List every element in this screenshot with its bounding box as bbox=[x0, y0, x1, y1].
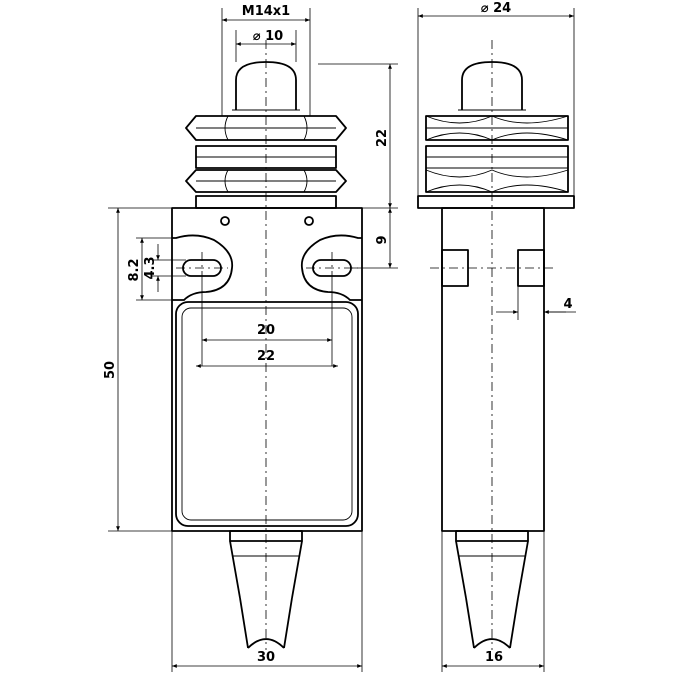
front-housing bbox=[171, 207, 363, 532]
dim-hole-dia-label: 4.3 bbox=[143, 256, 158, 279]
side-view bbox=[417, 40, 575, 650]
side-upper-nut bbox=[425, 115, 569, 141]
dim-plunger-dia-label: ⌀ 10 bbox=[253, 29, 283, 44]
dim-hole-center-inner-label: 20 bbox=[257, 323, 275, 338]
front-small-hole-left bbox=[220, 216, 230, 226]
dim-width-front-label: 30 bbox=[257, 650, 275, 665]
front-window bbox=[175, 301, 359, 527]
front-small-hole-right bbox=[304, 216, 314, 226]
front-cable-gland bbox=[229, 530, 303, 649]
dim-hole-center-outer-label: 22 bbox=[257, 349, 275, 364]
dim-height-top-label: 22 bbox=[375, 129, 390, 147]
front-upper-nut bbox=[185, 115, 347, 141]
side-housing bbox=[441, 207, 545, 532]
dim-hole-spacing-label: 8.2 bbox=[127, 258, 142, 281]
dim-side-offset-label: 4 bbox=[563, 297, 572, 312]
side-lower-nut bbox=[425, 145, 569, 193]
dim-total-height-label: 50 bbox=[103, 361, 118, 379]
dim-thread-label: M14x1 bbox=[242, 4, 290, 19]
dim-width-side-label: 16 bbox=[485, 650, 503, 665]
dim-body-dia-label: ⌀ 24 bbox=[481, 1, 511, 16]
dim-height-hole-label: 9 bbox=[375, 235, 390, 244]
dimensions: M14x1 ⌀ 10 ⌀ 24 22 9 8.2 4.3 bbox=[103, 1, 576, 672]
front-view bbox=[171, 40, 363, 650]
side-flange bbox=[417, 195, 575, 209]
